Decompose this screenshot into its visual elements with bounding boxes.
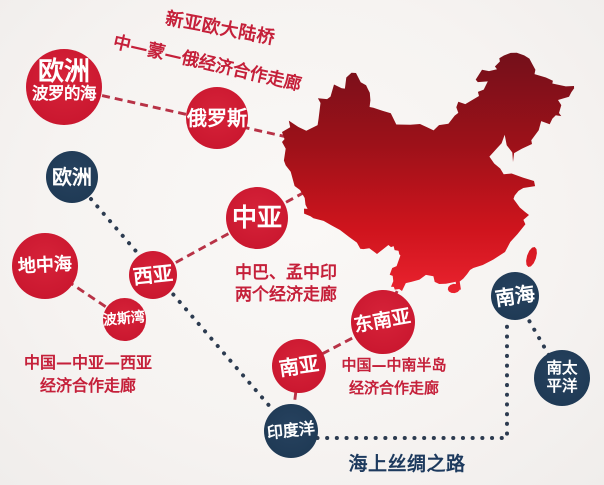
node-label: 地中海 bbox=[17, 253, 73, 277]
node-label: 东南亚 bbox=[352, 305, 413, 337]
node-southeast-asia: 东南亚 bbox=[351, 290, 415, 354]
node-label: 印度洋 bbox=[266, 418, 316, 443]
node-sublabel: 波罗的海 bbox=[32, 83, 97, 103]
node-indian-ocean: 印度洋 bbox=[264, 404, 318, 458]
node-label: 西亚 bbox=[131, 260, 175, 289]
node-mediterranean: 地中海 bbox=[12, 233, 78, 299]
node-label: 欧洲 bbox=[52, 164, 92, 189]
node-russia: 俄罗斯 bbox=[186, 87, 248, 149]
annotation-line: 两个经济走廊 bbox=[235, 285, 337, 305]
annotation-line: 经济合作走廊 bbox=[348, 379, 439, 397]
node-label: 欧洲 bbox=[37, 56, 90, 87]
annotation-china-central-west-asia-corridor: 中国—中亚—西亚 经济合作走廊 bbox=[22, 351, 154, 397]
node-label: 俄罗斯 bbox=[187, 105, 247, 130]
node-south-asia: 南亚 bbox=[272, 339, 326, 393]
node-label: 南太平洋 bbox=[546, 359, 578, 395]
annotation-line: 经济合作走廊 bbox=[39, 376, 136, 395]
annotation-two-corridors: 中巴、孟中印 两个经济走廊 bbox=[233, 262, 339, 306]
node-south-china-sea: 南海 bbox=[491, 272, 539, 320]
node-south-pacific: 南太平洋 bbox=[534, 350, 590, 406]
china-map bbox=[282, 52, 575, 294]
node-label-group: 欧洲波罗的海 bbox=[32, 56, 97, 104]
annotation-china-indochina-corridor: 中国—中南半岛 经济合作走廊 bbox=[340, 354, 448, 400]
annotation-line: 中国—中南半岛 bbox=[341, 356, 447, 374]
annotation-maritime-silk-road: 海上丝绸之路 bbox=[348, 453, 466, 475]
route-europe-indian-ocean bbox=[70, 175, 293, 433]
node-persian-gulf: 波斯湾 bbox=[102, 297, 146, 341]
route-indian-ocean-south-china-sea bbox=[296, 317, 509, 440]
node-west-asia: 西亚 bbox=[129, 251, 177, 299]
annotation-line: 中国—中亚—西亚 bbox=[23, 353, 152, 372]
annotation-line: 中巴、孟中印 bbox=[235, 263, 337, 283]
node-europe-baltic: 欧洲波罗的海 bbox=[26, 49, 102, 125]
node-label: 波斯湾 bbox=[102, 308, 146, 329]
node-central-asia: 中亚 bbox=[226, 187, 288, 249]
node-europe: 欧洲 bbox=[46, 151, 98, 203]
node-label: 南亚 bbox=[277, 350, 321, 381]
node-label: 中亚 bbox=[231, 202, 282, 232]
node-label: 南海 bbox=[493, 280, 537, 311]
